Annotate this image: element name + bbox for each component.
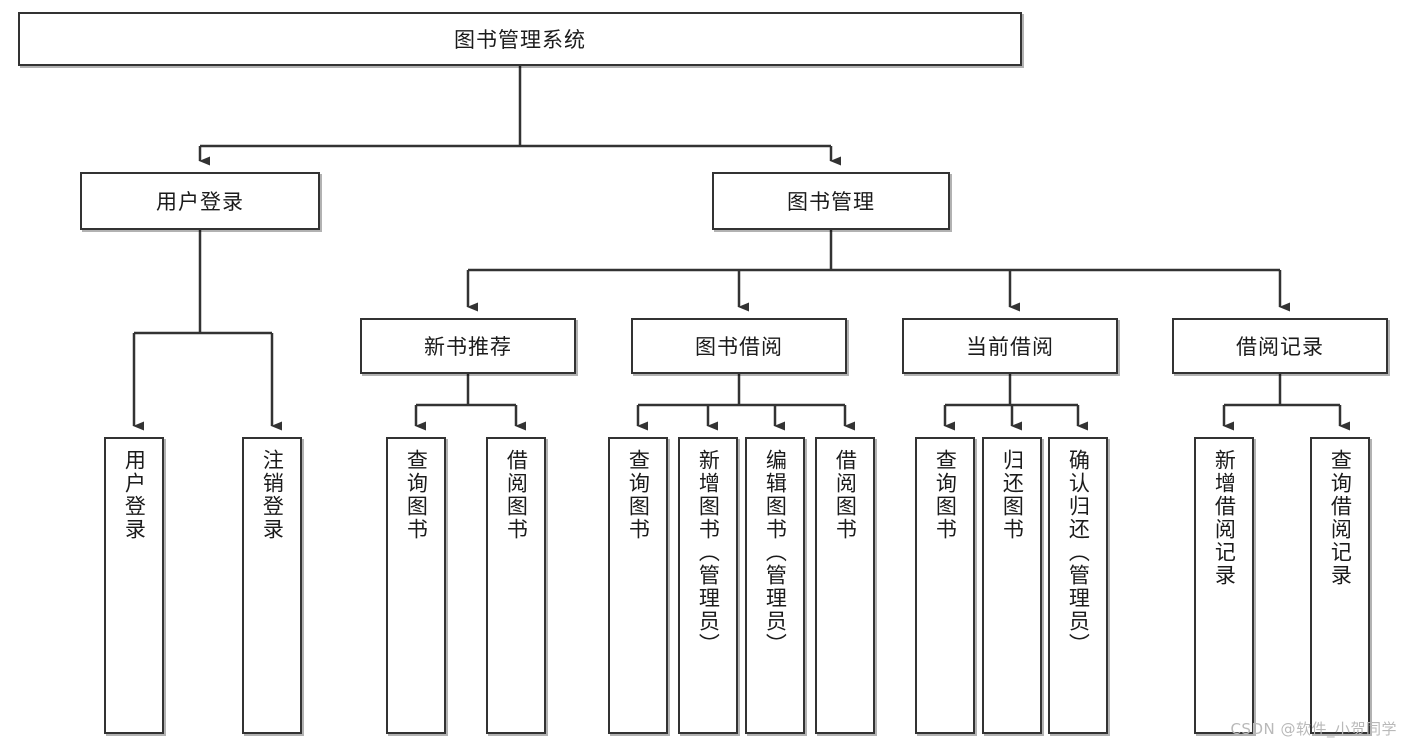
- node-label-leaf-logout: 注销登录: [260, 449, 285, 541]
- node-label-leaf-query-book-current: 查询图书: [933, 449, 958, 541]
- node-label-leaf-user-login: 用户登录: [122, 449, 147, 541]
- node-current-borrow[interactable]: 当前借阅: [902, 318, 1118, 374]
- node-book-borrow[interactable]: 图书借阅: [631, 318, 847, 374]
- node-leaf-add-borrow-record[interactable]: 新增借阅记录: [1194, 437, 1254, 734]
- node-borrow-record[interactable]: 借阅记录: [1172, 318, 1388, 374]
- node-label-leaf-query-book-borrow: 查询图书: [626, 449, 651, 541]
- node-label-leaf-add-book-admin: 新增图书（管理员）: [696, 449, 721, 656]
- node-leaf-borrow-book[interactable]: 借阅图书: [815, 437, 875, 734]
- node-label-leaf-borrow-book: 借阅图书: [833, 449, 858, 541]
- node-root[interactable]: 图书管理系统: [18, 12, 1022, 66]
- node-user-login[interactable]: 用户登录: [80, 172, 320, 230]
- node-leaf-edit-book-admin[interactable]: 编辑图书（管理员）: [745, 437, 805, 734]
- node-leaf-user-login[interactable]: 用户登录: [104, 437, 164, 734]
- node-label-leaf-query-book-recommend: 查询图书: [404, 449, 429, 541]
- node-label-leaf-borrow-book-recommend: 借阅图书: [504, 449, 529, 541]
- node-label-leaf-edit-book-admin: 编辑图书（管理员）: [763, 449, 788, 656]
- node-label-user-login: 用户登录: [156, 190, 244, 214]
- node-label-current-borrow: 当前借阅: [966, 335, 1054, 359]
- node-leaf-query-book-recommend[interactable]: 查询图书: [386, 437, 446, 734]
- node-leaf-borrow-book-recommend[interactable]: 借阅图书: [486, 437, 546, 734]
- node-label-root: 图书管理系统: [454, 28, 586, 52]
- node-label-book-borrow: 图书借阅: [695, 335, 783, 359]
- node-label-new-book-recommend: 新书推荐: [424, 335, 512, 359]
- node-new-book-recommend[interactable]: 新书推荐: [360, 318, 576, 374]
- node-leaf-return-book[interactable]: 归还图书: [982, 437, 1042, 734]
- node-label-leaf-query-borrow-record: 查询借阅记录: [1328, 449, 1353, 587]
- node-label-leaf-confirm-return-admin: 确认归还（管理员）: [1066, 449, 1091, 656]
- connector-edges: [132, 66, 1350, 431]
- node-label-borrow-record: 借阅记录: [1236, 335, 1324, 359]
- node-label-leaf-return-book: 归还图书: [1000, 449, 1025, 541]
- node-leaf-query-book-borrow[interactable]: 查询图书: [608, 437, 668, 734]
- node-leaf-add-book-admin[interactable]: 新增图书（管理员）: [678, 437, 738, 734]
- node-book-management[interactable]: 图书管理: [712, 172, 950, 230]
- node-leaf-logout[interactable]: 注销登录: [242, 437, 302, 734]
- node-leaf-query-book-current[interactable]: 查询图书: [915, 437, 975, 734]
- node-label-book-management: 图书管理: [787, 190, 875, 214]
- node-leaf-confirm-return-admin[interactable]: 确认归还（管理员）: [1048, 437, 1108, 734]
- node-label-leaf-add-borrow-record: 新增借阅记录: [1212, 449, 1237, 587]
- node-leaf-query-borrow-record[interactable]: 查询借阅记录: [1310, 437, 1370, 734]
